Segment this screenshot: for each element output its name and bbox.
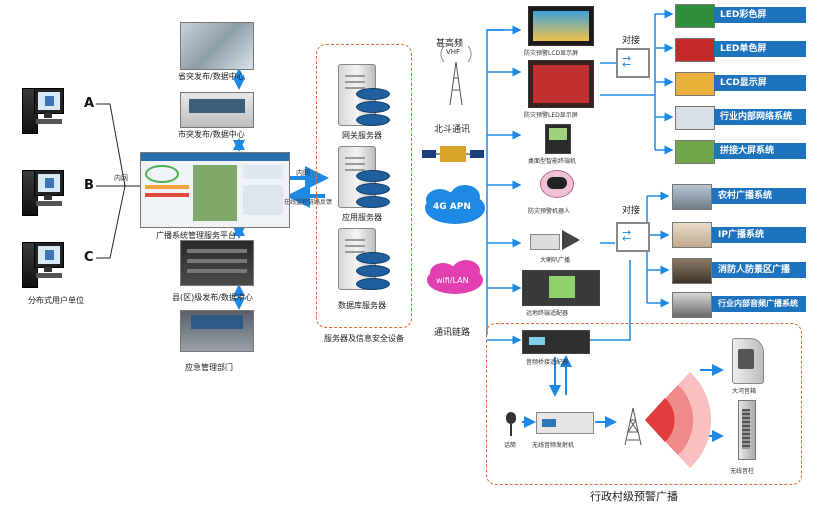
server-group-box (316, 44, 412, 328)
horn-speaker-big-image (732, 338, 764, 384)
top-right-bus (600, 9, 674, 155)
county-center-label: 县(区)级发布/数据中心 (172, 293, 253, 302)
industry-audio-button: 行业内部音频广播系统 (712, 296, 806, 312)
city-center-image (180, 92, 254, 128)
province-center-label: 省突发布/数据中心 (178, 72, 245, 81)
comm-terminal-image (522, 270, 600, 306)
network-system-button: 行业内部网络系统 (714, 109, 806, 125)
user-connection-lines (96, 103, 140, 259)
robot-label: 防灾预警机器人 (528, 208, 571, 215)
speaker-big-label: 大河音箱 (732, 388, 757, 395)
user-letter-c: C (84, 250, 94, 265)
led-color-thumb (675, 4, 715, 28)
app-server-label: 应用服务器 (342, 213, 382, 222)
led-screen-label: 防灾预警LED显示屏 (524, 112, 578, 119)
splice-screen-thumb (675, 140, 715, 164)
web-server-icon (334, 58, 390, 130)
vhf-sub-label: VHF (446, 48, 461, 56)
lcd-display-thumb (675, 72, 715, 96)
distributed-users-label: 分布式用户单位 (28, 296, 84, 305)
top-connect-label: 对接 (622, 36, 641, 46)
mid-connect-label: 对接 (622, 206, 641, 216)
user-computer-b (22, 168, 64, 228)
led-screen-image (528, 60, 594, 108)
lcd-display-button: LCD显示屏 (714, 75, 806, 91)
desktop-terminal-label: 桌面型智能终端机 (528, 158, 577, 165)
server-intranet-label: 内网 (296, 169, 310, 177)
device-bus (486, 25, 522, 345)
vhf-tower-icon (440, 45, 472, 106)
db-server-icon (334, 222, 390, 294)
horn-speaker-icon (562, 230, 580, 250)
village-title: 行政村级预警广播 (590, 490, 678, 503)
splice-screen-button: 拼接大屏系统 (714, 143, 806, 159)
fire-scenic-thumb (672, 258, 712, 284)
links-group-label: 通讯链路 (434, 328, 471, 338)
user-letter-a: A (84, 96, 95, 111)
top-connect-box: →← (616, 48, 650, 78)
ip-broadcast-thumb (672, 222, 712, 248)
village-group-box (486, 323, 802, 485)
platform-dashboard-image (140, 152, 290, 228)
network-system-thumb (675, 106, 715, 130)
apn-label: 4G APN (433, 202, 471, 212)
broadcast-wave (645, 372, 712, 468)
bridge-adapter-label: 音频桥接适配器 (526, 359, 569, 366)
microphone-stand (510, 424, 512, 436)
led-mono-thumb (675, 38, 715, 62)
mid-connect-box: →← (616, 222, 650, 252)
vhf-title-label: 甚高频 (436, 39, 464, 49)
cloud-4g-icon (425, 185, 485, 224)
rural-broadcast-thumb (672, 184, 712, 210)
comm-terminal-label: 远地终端适配器 (526, 310, 569, 317)
tower-icon (624, 407, 642, 446)
cloud-wifi-icon (427, 260, 483, 294)
ip-broadcast-button: IP广播系统 (712, 227, 806, 243)
lcd-screen-label: 防灾预警LCD显示屏 (524, 50, 579, 57)
desktop-terminal-image (545, 124, 571, 154)
wifi-label: wifi/LAN (436, 276, 469, 285)
user-computer-a (22, 86, 64, 146)
emergency-room-image (180, 310, 254, 352)
mid-right-bus (590, 191, 670, 341)
user-letter-b: B (84, 178, 94, 193)
mic-label: 话筒 (504, 442, 517, 449)
beidou-label: 北斗通讯 (434, 125, 471, 135)
db-server-label: 数据库服务器 (338, 301, 386, 310)
left-intranet-label: 内网 (114, 174, 128, 182)
led-color-button: LED彩色屏 (714, 7, 806, 23)
user-computer-c (22, 240, 64, 300)
province-map-image (180, 22, 254, 70)
microphone-icon (506, 412, 516, 424)
speaker-column-image (738, 400, 756, 460)
server-group-label: 服务器及信息安全设备 (324, 334, 404, 343)
rural-broadcast-button: 农村广播系统 (712, 188, 806, 204)
transmitter-label: 无线音频发射机 (532, 442, 575, 449)
county-server-image (180, 240, 254, 286)
fire-scenic-button: 消防人防景区广播 (712, 262, 806, 278)
web-server-label: 网关服务器 (342, 131, 382, 140)
speaker-column-label: 无线音柱 (730, 468, 755, 475)
lcd-screen-image (528, 6, 594, 46)
transmitter-image (536, 412, 594, 434)
horn-label: 大喇叭广播 (540, 257, 571, 264)
satellite-icon (422, 146, 484, 162)
bridge-adapter-image (522, 330, 590, 354)
platform-label: 广播系统管理服务平台 (156, 231, 236, 240)
city-center-label: 市突发布/数据中心 (178, 130, 245, 139)
led-mono-button: LED单色屏 (714, 41, 806, 57)
robot-icon (540, 170, 574, 198)
app-server-icon (334, 140, 390, 212)
feedback-label: 在线监控链路反馈 (284, 199, 333, 206)
horn-amplifier-image (530, 234, 560, 250)
industry-audio-thumb (672, 292, 712, 318)
emergency-dept-label: 应急管理部门 (185, 363, 233, 372)
